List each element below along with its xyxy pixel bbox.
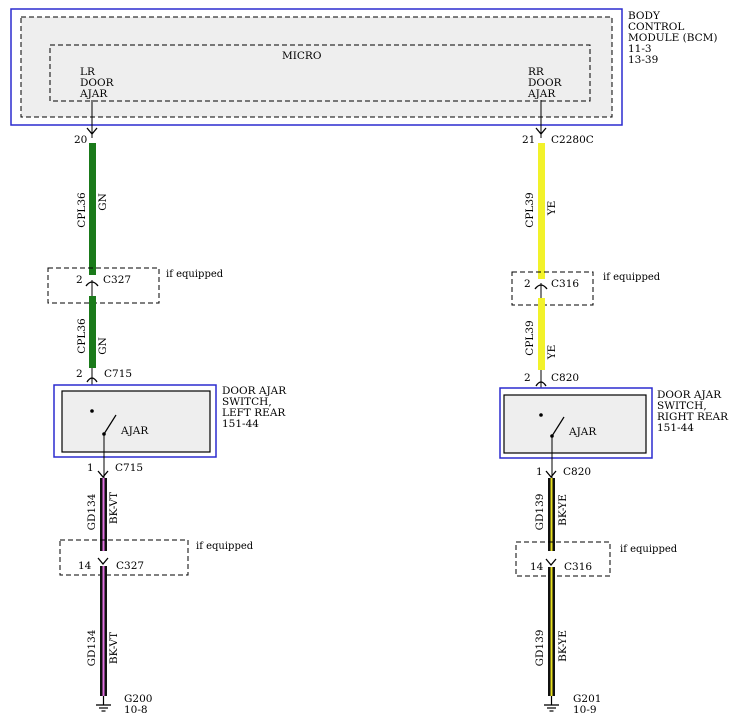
c715-bottom-name: C715 (115, 462, 143, 474)
gd134-label-lower: GD134 (86, 629, 98, 666)
left-switch-text: AJAR (120, 425, 149, 437)
gn-label-upper: GN (97, 193, 109, 211)
ye-label-lower: YE (546, 345, 558, 361)
ground-g200-icon (96, 696, 111, 712)
c327-upper-box (47, 267, 160, 304)
c316-upper-box (511, 271, 594, 306)
cpl39-wire-lower (538, 298, 545, 370)
right-switch-label-2: SWITCH, (657, 400, 707, 412)
c316-lower-name: C316 (564, 561, 592, 573)
c820-bottom-chevron (545, 470, 557, 479)
c327-lower-name: C327 (116, 560, 144, 572)
cpl39-wire-upper (538, 143, 545, 279)
pin-20-chevron (86, 127, 98, 136)
pin-21-chevron (535, 127, 547, 136)
right-switch-blade (551, 416, 565, 437)
right-switch-body (503, 394, 647, 454)
c2280c-label: C2280C (551, 134, 594, 146)
c820-bottom-name: C820 (563, 466, 591, 478)
gd134-stripe-lower (102, 566, 105, 696)
c327-upper-note: if equipped (166, 269, 224, 280)
c327-lower-chevron (97, 557, 109, 566)
c715-top-pin: 2 (76, 368, 83, 380)
rr-door-ajar-line3: AJAR (527, 88, 556, 100)
lr-door-ajar-line3: AJAR (79, 88, 108, 100)
cpl36-wire-upper (89, 143, 96, 275)
c327-lower-box (59, 539, 189, 576)
c820-top-pin: 2 (524, 372, 531, 384)
bcm-label-line2: CONTROL (628, 21, 684, 33)
lr-door-ajar-line1: LR (80, 66, 96, 78)
gd139-stripe-upper (550, 478, 553, 551)
rr-door-ajar-line2: DOOR (528, 77, 563, 89)
ground-g200-label: G200 (124, 693, 152, 705)
right-switch-contact-top (539, 413, 543, 417)
gd134-stripe-upper (102, 478, 105, 551)
cpl36-label-upper: CPL36 (76, 192, 88, 228)
rr-door-ajar-line1: RR (528, 66, 545, 78)
left-switch-body (61, 390, 211, 453)
bk-ye-label-lower: BK-YE (557, 630, 569, 662)
bk-ye-label-upper: BK-YE (557, 494, 569, 526)
cpl36-label-lower: CPL36 (76, 318, 88, 354)
c316-upper-name: C316 (551, 278, 579, 290)
bcm-module: MICRO LR DOOR AJAR RR DOOR AJAR BODY CON… (10, 8, 718, 138)
cpl39-label-lower: CPL39 (524, 320, 536, 355)
gd134-label-upper: GD134 (86, 493, 98, 530)
right-switch-text: AJAR (568, 426, 597, 438)
ground-g201-icon (544, 696, 559, 712)
bcm-label-line4: 11-3 (628, 43, 652, 55)
left-switch-contact-top (90, 409, 94, 413)
right-switch-label-1: DOOR AJAR (657, 389, 722, 401)
bk-vt-label-upper: BK-VT (108, 492, 120, 524)
micro-label: MICRO (282, 50, 322, 62)
cpl39-label-upper: CPL39 (524, 192, 536, 227)
ye-label-upper: YE (546, 201, 558, 217)
left-switch-label-1: DOOR AJAR (222, 385, 287, 397)
gd139-label-upper: GD139 (534, 494, 546, 531)
left-circuit: 20 CPL36 GN 2 C327 if equipped CPL36 GN … (47, 127, 287, 716)
left-switch-label-4: 151-44 (222, 418, 259, 430)
bcm-label-line1: BODY (628, 10, 661, 22)
c327-upper-name: C327 (103, 274, 131, 286)
c316-lower-note: if equipped (620, 544, 678, 555)
micro-box (49, 44, 591, 102)
c820-top-name: C820 (551, 372, 579, 384)
left-switch-label-3: LEFT REAR (222, 407, 286, 419)
pin-21-label: 21 (522, 134, 535, 146)
right-switch-label-4: 151-44 (657, 422, 694, 434)
c316-lower-chevron (545, 558, 557, 567)
ground-g201-ref: 10-9 (573, 704, 597, 716)
cpl36-wire-lower (89, 296, 96, 368)
c316-lower-pin: 14 (530, 561, 544, 573)
c715-bottom-chevron (97, 470, 109, 479)
ground-g200-ref: 10-8 (124, 704, 148, 716)
lr-door-ajar-line2: DOOR (80, 77, 115, 89)
ground-g201-label: G201 (573, 693, 601, 705)
c715-bottom-pin: 1 (87, 462, 94, 474)
bcm-label-line3: MODULE (BCM) (628, 32, 718, 44)
c327-upper-pin: 2 (76, 274, 83, 286)
gd139-label-lower: GD139 (534, 630, 546, 667)
c316-upper-note: if equipped (603, 272, 661, 283)
right-circuit: 21 C2280C CPL39 YE 2 C316 if equipped CP… (499, 127, 729, 716)
bk-vt-label-lower: BK-VT (108, 632, 120, 664)
c316-upper-pin: 2 (524, 278, 531, 290)
left-switch-label-2: SWITCH, (222, 396, 272, 408)
left-switch-blade (103, 414, 117, 435)
c820-bottom-pin: 1 (536, 466, 543, 478)
c327-lower-pin: 14 (78, 560, 92, 572)
c327-lower-note: if equipped (196, 541, 254, 552)
c715-top-name: C715 (104, 368, 132, 380)
gn-label-lower: GN (97, 337, 109, 355)
gd139-stripe-lower (550, 567, 553, 696)
bcm-label-line5: 13-39 (628, 54, 658, 66)
pin-20-label: 20 (74, 134, 87, 146)
right-switch-label-3: RIGHT REAR (657, 411, 729, 423)
